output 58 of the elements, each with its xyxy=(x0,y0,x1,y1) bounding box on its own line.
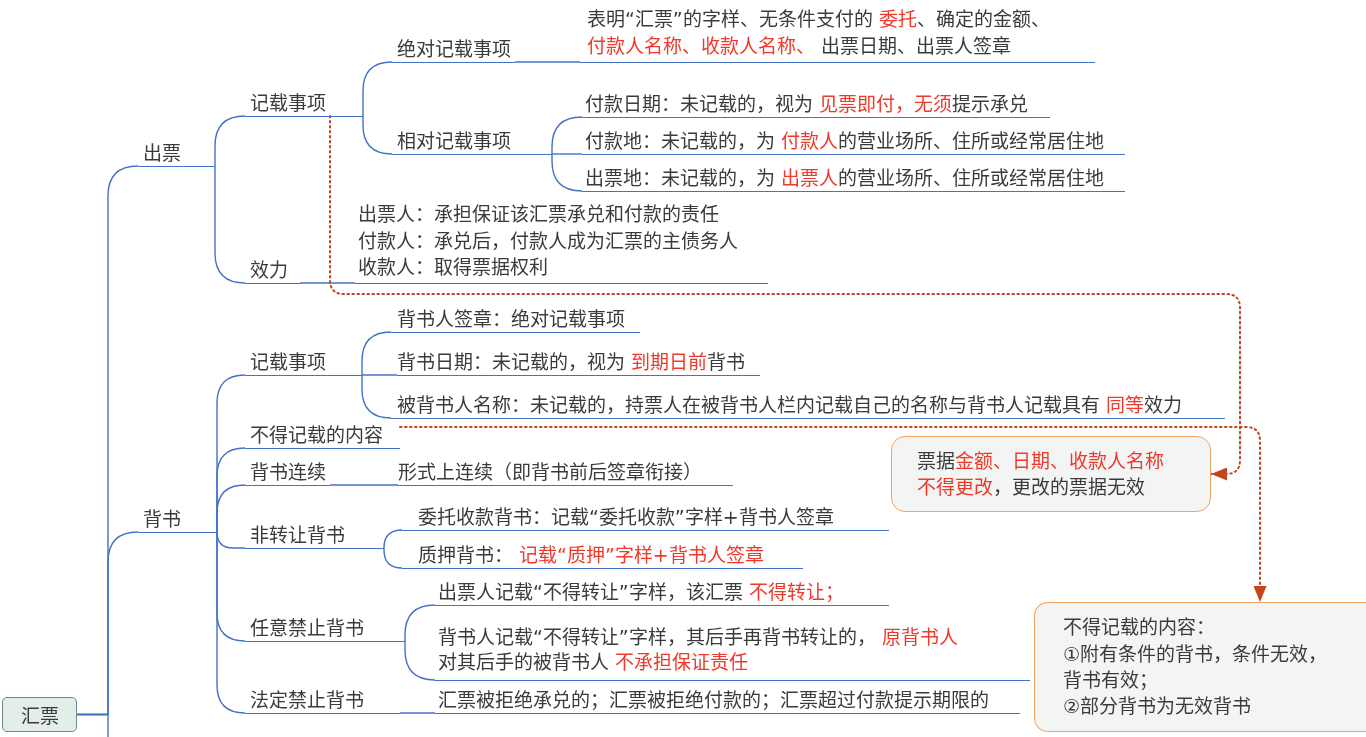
branch-line xyxy=(362,61,393,117)
branch-line xyxy=(551,153,583,192)
topic-label: 记载事项 xyxy=(245,349,362,376)
topic-label: 法定禁止背书 xyxy=(245,687,400,714)
branch-line xyxy=(216,484,246,533)
topic-text: 出票人：承担保证该汇票承兑和付款的责任 xyxy=(358,202,720,228)
topic-label: 背书人记载“不得转让”字样，其后手再背书转让的， 原背书人对其后手的被背书人 不承担保证责任 xyxy=(435,624,1030,681)
branch-line xyxy=(214,165,246,284)
note-item: ②部分背书为无效背书 xyxy=(1063,694,1253,720)
branch-line xyxy=(299,282,356,284)
branch-line xyxy=(361,374,398,376)
topic-label: 非转让背书 xyxy=(245,522,384,549)
branch-line xyxy=(399,712,436,714)
underlined-topic xyxy=(355,201,768,284)
branch-line xyxy=(329,484,399,486)
branch-line xyxy=(404,604,436,642)
branch-line xyxy=(76,713,109,737)
topic-label: 效力 xyxy=(245,257,300,284)
root-topic-box: 汇票 xyxy=(2,697,77,732)
topic-label: 被背书人名称：未记载的，持票人在被背书人栏内记载自己的名称与背书人记载具有 同等效力 xyxy=(391,392,1225,419)
topic-label: 出票 xyxy=(138,140,215,167)
topic-label: 不得记载的内容 xyxy=(245,422,400,449)
topic-label: 背书 xyxy=(138,506,217,533)
arrow xyxy=(399,426,1267,603)
branch-line xyxy=(361,374,392,419)
topic-label: 出票地：未记载的，为 出票人的营业场所、住所或经常居住地 xyxy=(582,165,1125,192)
branch-line xyxy=(383,529,403,549)
topic-label: 背书日期：未记载的，视为 到期日前背书 xyxy=(397,349,760,376)
topic-label: 背书人签章：绝对记载事项 xyxy=(391,306,640,333)
topic-label: 付款地：未记载的，为 付款人的营业场所、住所或经常居住地 xyxy=(582,128,1125,155)
topic-label: 任意禁止背书 xyxy=(245,615,405,642)
topic-label: 汇票被拒绝承兑的；汇票被拒绝付款的；汇票超过付款提示期限的 xyxy=(435,687,1020,714)
branch-line xyxy=(361,331,392,376)
topic-label: 出票人记载“不得转让”字样，该汇票 不得转让； xyxy=(435,579,889,606)
topic-label: 付款日期：未记载的，视为 见票即付，无须提示承兑 xyxy=(582,91,1050,118)
topic-label: 质押背书： 记载“质押”字样+背书人签章 xyxy=(402,542,803,569)
branch-line xyxy=(214,115,246,167)
topic-label: 委托收款背书：记载“委托收款”字样+背书人签章 xyxy=(402,504,889,531)
branch-line xyxy=(216,531,246,714)
topic-label: 记载事项 xyxy=(245,90,363,117)
branch-line xyxy=(551,116,583,155)
topic-text: 收款人：取得票据权利 xyxy=(358,255,549,281)
branch-line xyxy=(404,640,436,681)
topic-label: 背书连续 xyxy=(245,459,330,486)
note-item: ①附有条件的背书，条件无效，背书有效； xyxy=(1063,641,1329,693)
branch-line xyxy=(362,115,393,155)
topic-label: 绝对记载事项 xyxy=(392,36,515,63)
topic-label: 相对记载事项 xyxy=(392,128,552,155)
branch-line xyxy=(383,547,403,569)
branch-line xyxy=(551,153,583,155)
branch-line xyxy=(514,61,581,63)
note-heading: 不得记载的内容： xyxy=(1063,615,1216,641)
note-box: 票据金额、日期、收款人名称不得更改，更改的票据无效 xyxy=(891,436,1211,512)
topic-label: 形式上连续（即背书前后签章衔接） xyxy=(398,459,733,486)
arrow xyxy=(329,115,1241,481)
note-box xyxy=(1034,602,1366,732)
topic-label: 表明“汇票”的字样、无条件支付的 委托、确定的金额、付款人名称、收款人名称、 出票日期、出票人签章 xyxy=(580,5,1095,63)
topic-text: 付款人：承兑后，付款人成为汇票的主债务人 xyxy=(358,228,739,254)
